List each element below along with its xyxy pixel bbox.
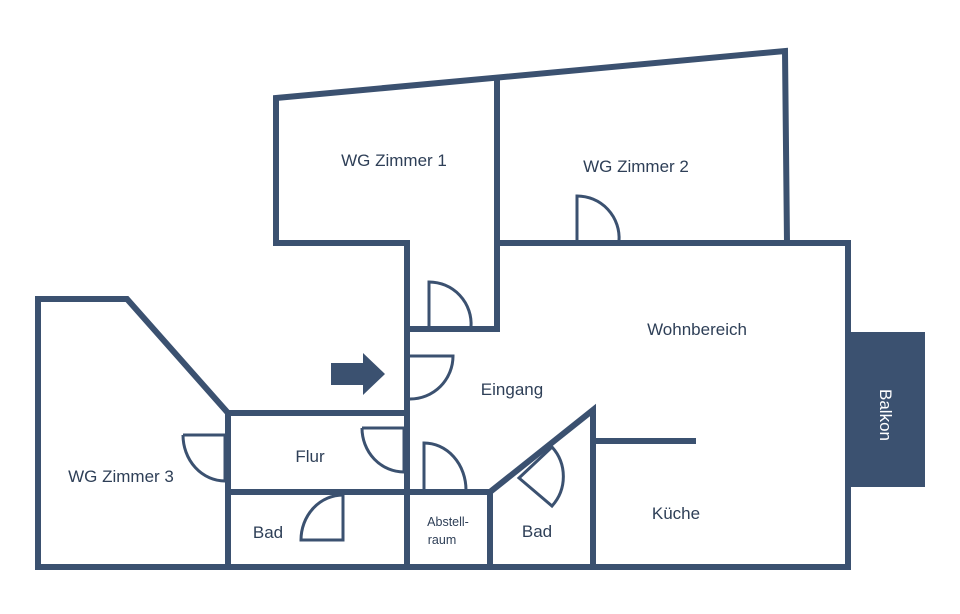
door-wg-zimmer-3 [181, 433, 227, 483]
balkon-label: Balkon [876, 389, 895, 441]
wall-zimmer-3 [35, 296, 231, 570]
arrow-right-icon [331, 353, 385, 395]
wall-wohnbereich [494, 240, 851, 570]
door-bad-left [299, 493, 345, 542]
door-entrance [409, 354, 455, 401]
door-wg-zimmer-2 [575, 194, 621, 242]
label-eingang: Eingang [481, 380, 543, 399]
label-flur: Flur [295, 447, 325, 466]
balkon-block [850, 332, 925, 487]
label-wg-zimmer-1: WG Zimmer 1 [341, 151, 447, 170]
wall-bad-right [485, 403, 596, 570]
label-abstellraum-line2: raum [428, 533, 456, 547]
label-wg-zimmer-3: WG Zimmer 3 [68, 467, 174, 486]
wall-zimmer-1-2-outline [273, 47, 791, 332]
label-kueche: Küche [652, 504, 700, 523]
wall-zimmer-1-2-divider [404, 76, 500, 332]
label-wg-zimmer-2: WG Zimmer 2 [583, 157, 689, 176]
label-abstellraum-line1: Abstell- [427, 515, 469, 529]
label-bad-right: Bad [522, 522, 552, 541]
label-wohnbereich: Wohnbereich [647, 320, 747, 339]
door-abstellraum [422, 441, 468, 491]
label-bad-left: Bad [253, 523, 283, 542]
door-wg-zimmer-1 [427, 280, 473, 328]
door-flur-right [360, 426, 406, 474]
door-bad-right [516, 444, 565, 509]
